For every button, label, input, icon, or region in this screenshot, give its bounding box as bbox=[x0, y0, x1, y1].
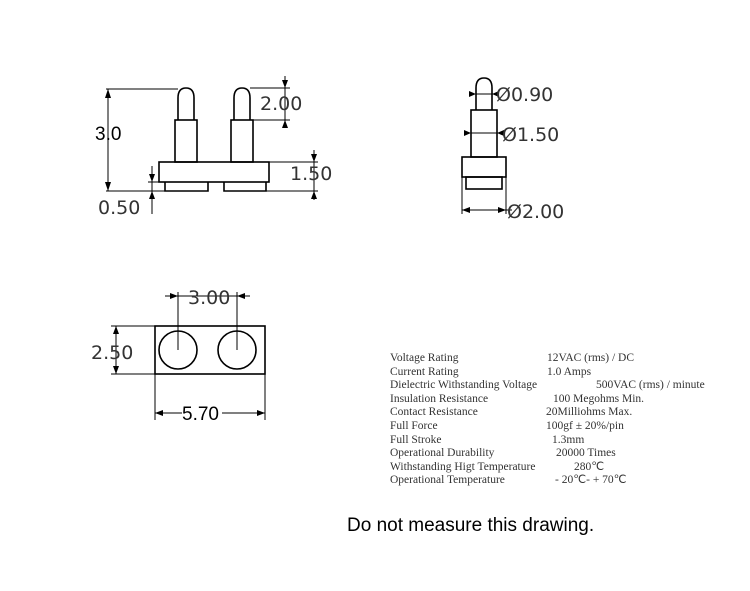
spec-name: Contact Resistance bbox=[390, 406, 478, 419]
left-pin-bottom bbox=[164, 182, 209, 192]
dim-tip-height: 2.00 bbox=[260, 93, 302, 115]
spec-value: 20Milliohms Max. bbox=[546, 406, 633, 419]
spec-name: Voltage Rating bbox=[390, 352, 459, 364]
spec-value: 20000 Times bbox=[556, 447, 616, 460]
right-pin-bottom bbox=[223, 182, 267, 192]
spec-name: Full Force bbox=[390, 419, 438, 432]
spec-name: Current Rating bbox=[390, 365, 459, 378]
spec-name: Full Stroke bbox=[390, 433, 442, 446]
left-pin-shaft bbox=[174, 119, 198, 163]
spec-value: 12VAC (rms) / DC bbox=[547, 352, 635, 364]
left-pin-tip bbox=[177, 87, 195, 120]
spec-value: 1.3mm bbox=[552, 433, 585, 446]
dim-bottom-offset: 0.50 bbox=[98, 197, 140, 219]
spec-name: Insulation Resistance bbox=[390, 392, 489, 405]
spec-name: Operational Temperature bbox=[390, 474, 505, 487]
dim-pitch: 3.00 bbox=[188, 287, 230, 309]
spec-value: 500VAC (rms) / minute bbox=[596, 379, 705, 392]
top-view bbox=[111, 292, 266, 420]
dim-tip-diameter: Ø0.90 bbox=[496, 84, 553, 106]
spec-name: Dielectric Withstanding Voltage bbox=[390, 379, 538, 392]
top-body bbox=[154, 325, 266, 375]
dim-base-diameter: Ø2.00 bbox=[507, 201, 564, 223]
spec-value: 1.0 Amps bbox=[547, 365, 592, 378]
dim-width: 2.50 bbox=[91, 342, 133, 364]
spec-value: 280℃ bbox=[574, 460, 605, 473]
dim-shaft-diameter: Ø1.50 bbox=[502, 124, 559, 146]
insulator-base bbox=[158, 161, 270, 183]
spec-value: 100gf ± 20%/pin bbox=[546, 419, 624, 432]
dim-total-height: 3.0 bbox=[95, 124, 121, 145]
spec-name: Withstanding Higt Temperature bbox=[390, 460, 536, 473]
spec-value: 100 Megohms Min. bbox=[553, 392, 645, 405]
spec-name: Operational Durability bbox=[390, 447, 495, 460]
side-bottom bbox=[465, 176, 503, 190]
dim-length: 5.70 bbox=[182, 404, 219, 425]
side-view bbox=[461, 77, 512, 214]
dim-base-height: 1.50 bbox=[290, 163, 332, 185]
side-pin-tip bbox=[475, 77, 493, 110]
spec-value: - 20℃- + 70℃ bbox=[555, 474, 627, 487]
drawing-note: Do not measure this drawing. bbox=[347, 515, 595, 536]
right-pin-tip bbox=[233, 87, 251, 120]
right-pin-shaft bbox=[230, 119, 254, 163]
front-view bbox=[105, 76, 318, 214]
side-base bbox=[461, 156, 507, 178]
